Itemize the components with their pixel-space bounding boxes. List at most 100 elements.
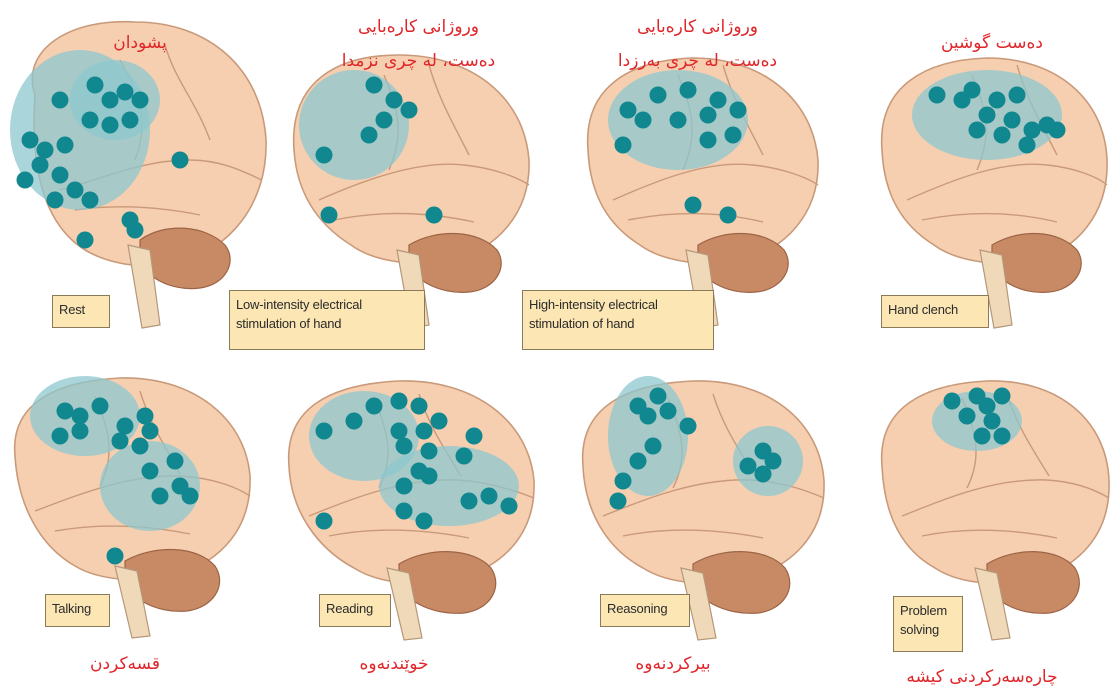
activation-dot	[137, 408, 154, 425]
activation-dot	[82, 192, 99, 209]
activation-dot	[984, 413, 1001, 430]
activation-dot	[979, 398, 996, 415]
activation-dot	[645, 438, 662, 455]
activation-dot	[456, 448, 473, 465]
activation-dot	[117, 84, 134, 101]
activation-dot	[964, 82, 981, 99]
condition-label: Talking	[45, 594, 110, 627]
kurdish-caption-line1: وروژانی کارەبایی	[279, 14, 558, 41]
activation-dot	[466, 428, 483, 445]
activation-dot	[396, 503, 413, 520]
kurdish-caption: پشودان	[45, 30, 235, 57]
activation-dot	[107, 548, 124, 565]
activation-dot	[969, 122, 986, 139]
activation-dot	[67, 182, 84, 199]
activation-dot	[77, 232, 94, 249]
activation-dot	[685, 197, 702, 214]
activation-dot	[411, 398, 428, 415]
brain-illustration	[558, 346, 837, 692]
activation-dot	[321, 207, 338, 224]
activation-dot	[630, 453, 647, 470]
activation-dot	[167, 453, 184, 470]
kurdish-caption: قسەکردن	[30, 651, 220, 678]
activation-dot	[431, 413, 448, 430]
activation-dot	[52, 92, 69, 109]
activation-dot	[680, 418, 697, 435]
activation-dot	[47, 192, 64, 209]
activation-dot	[994, 127, 1011, 144]
condition-label: Reasoning	[600, 594, 690, 627]
activation-dot	[32, 157, 49, 174]
activation-dot	[391, 393, 408, 410]
activation-dot	[82, 112, 99, 129]
activation-dot	[1039, 117, 1056, 134]
activation-dot	[127, 222, 144, 239]
activation-dot	[316, 147, 333, 164]
activation-dot	[700, 107, 717, 124]
activation-dot	[929, 87, 946, 104]
panel-reading: Reading خوێندنەوە	[279, 346, 558, 692]
activation-dot	[366, 398, 383, 415]
activation-dot	[391, 423, 408, 440]
activation-dot	[182, 488, 199, 505]
activation-dot	[386, 92, 403, 109]
condition-label: High-intensity electrical stimulation of…	[522, 290, 714, 350]
activation-dot	[172, 152, 189, 169]
panel-low-intensity: وروژانی کارەبایی دەست، لە چری نزمدا Low-…	[279, 0, 558, 346]
activation-dot	[52, 428, 69, 445]
activation-dot	[670, 112, 687, 129]
activation-dot	[710, 92, 727, 109]
activation-dot	[740, 458, 757, 475]
activation-dot	[635, 112, 652, 129]
activation-dot	[57, 137, 74, 154]
activation-dot	[92, 398, 109, 415]
activation-dot	[501, 498, 518, 515]
activation-dot	[416, 423, 433, 440]
activation-region	[299, 70, 409, 180]
activation-dot	[112, 433, 129, 450]
brain-illustration	[837, 346, 1116, 692]
activation-dot	[650, 388, 667, 405]
activation-dot	[620, 102, 637, 119]
activation-dot	[660, 403, 677, 420]
activation-dot	[461, 493, 478, 510]
panel-problem-solving: Problem solving چارەسەرکردنی کیشە	[837, 346, 1116, 692]
activation-dot	[396, 438, 413, 455]
activation-dot	[1024, 122, 1041, 139]
activation-dot	[37, 142, 54, 159]
kurdish-caption: چارەسەرکردنی کیشە	[857, 664, 1107, 691]
activation-dot	[122, 112, 139, 129]
activation-dot	[421, 468, 438, 485]
panel-hand-clench: دەست گوشین Hand clench	[837, 0, 1116, 346]
activation-dot	[72, 423, 89, 440]
activation-dot	[316, 423, 333, 440]
activation-dot	[615, 473, 632, 490]
activation-dot	[142, 423, 159, 440]
activation-dot	[142, 463, 159, 480]
condition-label: Reading	[319, 594, 391, 627]
activation-dot	[401, 102, 418, 119]
activation-dot	[700, 132, 717, 149]
activation-dot	[316, 513, 333, 530]
activation-dot	[1019, 137, 1036, 154]
panel-high-intensity: وروژانی کارەبایی دەست، لە چری بەرزدا Hig…	[558, 0, 837, 346]
activation-dot	[52, 167, 69, 184]
activation-dot	[680, 82, 697, 99]
activation-dot	[994, 428, 1011, 445]
activation-dot	[366, 77, 383, 94]
activation-dot	[87, 77, 104, 94]
activation-dot	[1004, 112, 1021, 129]
activation-dot	[346, 413, 363, 430]
activation-dot	[132, 92, 149, 109]
panel-reasoning: Reasoning بیرکردنەوە	[558, 346, 837, 692]
condition-label: Low-intensity electrical stimulation of …	[229, 290, 425, 350]
brain-illustration	[279, 346, 558, 692]
activation-dot	[615, 137, 632, 154]
activation-dot	[481, 488, 498, 505]
activation-dot	[72, 408, 89, 425]
activation-dot	[416, 513, 433, 530]
activation-dot	[1009, 87, 1026, 104]
activation-dot	[102, 92, 119, 109]
condition-label: Rest	[52, 295, 110, 328]
kurdish-caption-line2: دەست، لە چری بەرزدا	[558, 48, 837, 75]
